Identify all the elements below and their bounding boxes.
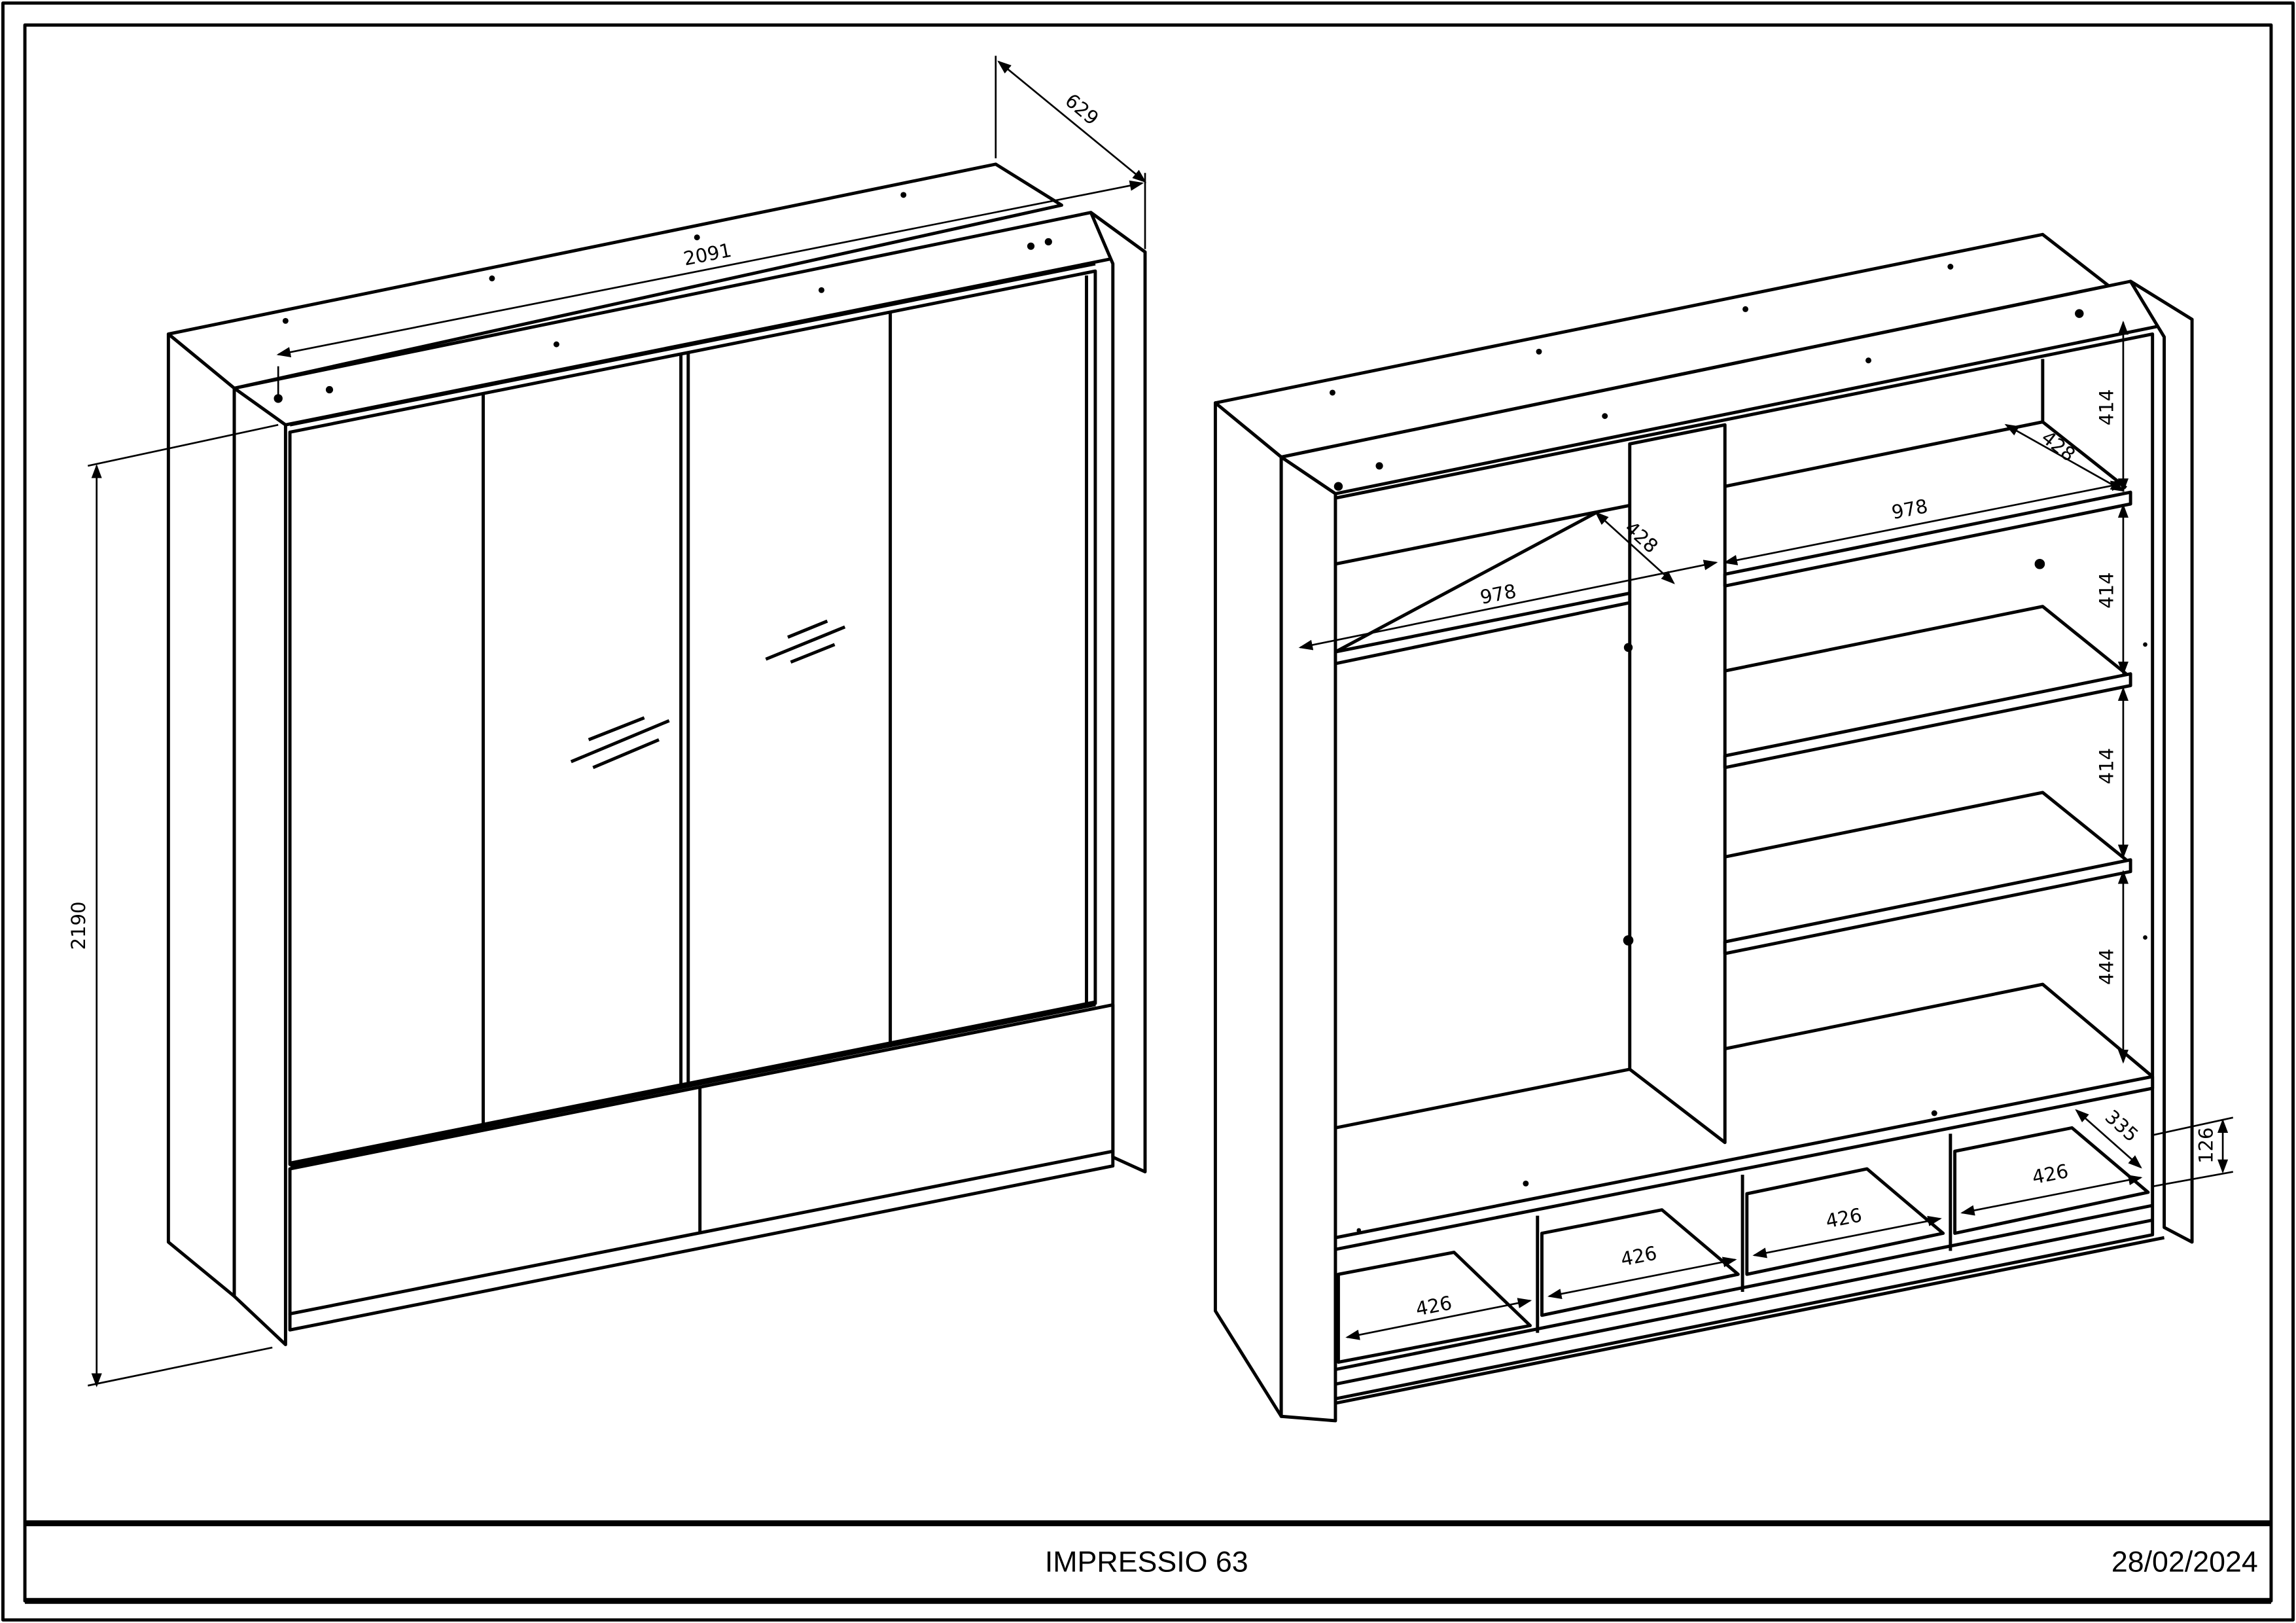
dimension-height: 2190 [67,423,279,1387]
shelf-gap-label: 444 [2095,948,2117,985]
drawer-height-label: 126 [2195,1127,2217,1164]
height-label: 2190 [67,902,90,950]
left-front-edge [1279,455,1337,1423]
left-side-panel [1213,401,1283,1418]
right-shelf-3 [1723,858,2132,955]
model-name: IMPRESSIO 63 [1045,1545,1248,1578]
shelf-gap-label: 414 [2095,748,2117,785]
plinth [288,1151,1115,1332]
mirror-reflection-icon [570,619,846,770]
drawing-date: 28/02/2024 [2111,1545,2258,1578]
dimension-drawer-height: 126 [2152,1116,2234,1188]
depth-label: 629 [1061,89,1103,130]
dimension-shelf-gaps: 414 414 414 444 [2095,320,2128,1064]
open-wardrobe-view: 978 428 978 428 414 414 414 444 [1213,232,2234,1423]
right-side-panel [2128,279,2194,1244]
left-side-panel [166,332,236,1298]
closed-wardrobe-view: 2091 629 2190 [67,56,1147,1387]
shelf-gap-label: 414 [2095,389,2117,426]
bottom-shelf [1333,1075,2155,1251]
right-shelf-2 [1723,672,2132,770]
left-front-edge [232,386,287,1347]
shelf-gap-label: 414 [2095,572,2117,609]
